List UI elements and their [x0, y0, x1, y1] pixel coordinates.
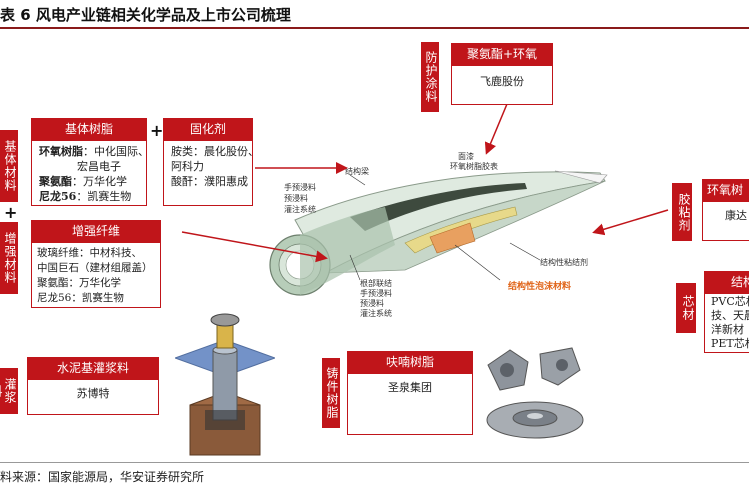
reinforcement-line: 聚氨酯：万华化学: [37, 277, 121, 289]
core-box: PVC芯材 技、天晨 洋新材 PET芯材: [704, 293, 749, 353]
coating-header: 聚氨酯+环氧: [451, 43, 553, 65]
label-hand-prepreg: 手预浸料: [284, 183, 316, 192]
coating-side-label: 防护涂料: [421, 42, 439, 112]
label-root-prepreg: 预浸料: [360, 299, 384, 308]
grout-box: 苏博特: [27, 379, 159, 415]
matrix-row: 尼龙56：凯赛生物: [39, 190, 132, 203]
matrix-side-label: 基体材料: [0, 130, 18, 202]
curing-line: 阿科力: [171, 160, 204, 173]
curing-agent-box: 胺类：晨化股份、 阿科力 酸酐：濮阳惠成: [163, 140, 253, 206]
grout-header: 水泥基灌浆料: [27, 357, 159, 379]
core-side-label: 芯材: [676, 283, 696, 333]
reinforcement-side-label: 增强材料: [0, 222, 18, 294]
label-structural-adhesive: 结构性粘结剂: [540, 258, 588, 267]
reinforcement-box: 玻璃纤维：中材科技、 中国巨石（建材组履盖） 聚氨酯：万华化学 尼龙56：凯赛生…: [31, 242, 161, 308]
coating-company: 飞鹿股份: [480, 75, 524, 88]
adhesive-side-label: 胶粘剂: [672, 183, 692, 241]
tower-foundation-illustration: [175, 313, 275, 456]
label-root-joint: 根部联结: [360, 279, 392, 288]
label-root-hand-prepreg: 手预浸料: [360, 289, 392, 298]
label-spar-cap: 结构梁: [345, 167, 369, 176]
page-title: 表 6 风电产业链相关化学品及上市公司梳理: [0, 6, 291, 24]
label-epoxy-gelcoat: 环氧树脂胶表: [450, 162, 498, 171]
adhesive-header: 环氧树: [702, 179, 749, 201]
title-rule: [0, 27, 749, 29]
label-infusion: 灌注系统: [284, 205, 316, 214]
source-note: 料来源：国家能源局，华安证券研究所: [0, 470, 205, 484]
casting-parts-illustration: [486, 347, 584, 439]
grout-company: 苏博特: [76, 387, 110, 400]
matrix-resin-header: 基体树脂: [31, 118, 147, 140]
adhesive-company: 康达: [725, 209, 747, 222]
plus-sign-left: +: [4, 203, 18, 222]
casting-side-label: 铸件树脂: [322, 358, 340, 428]
label-prepreg: 预浸料: [284, 194, 308, 203]
curing-agent-header: 固化剂: [163, 118, 253, 140]
matrix-resin-box: 环氧树脂：中化国际、 宏昌电子 聚氨酯：万华化学 尼龙56：凯赛生物: [31, 140, 147, 206]
matrix-row: 宏昌电子: [77, 160, 121, 173]
matrix-row: 聚氨酯：万华化学: [39, 175, 127, 188]
casting-company: 圣泉集团: [388, 381, 432, 394]
label-topcoat: 面漆: [458, 152, 474, 161]
core-line: PET芯材: [711, 337, 749, 350]
plus-sign-curing: +: [150, 121, 164, 140]
label-root-infusion: 灌注系统: [360, 309, 392, 318]
core-line: 技、天晨: [711, 309, 749, 322]
footer-rule: [0, 462, 749, 463]
coating-box: 飞鹿股份: [451, 65, 553, 105]
core-line: PVC芯材: [711, 295, 749, 308]
reinforcement-line: 中国巨石（建材组履盖）: [37, 262, 153, 274]
curing-line: 酸酐：濮阳惠成: [171, 175, 248, 188]
casting-resin-box: 圣泉集团: [347, 373, 473, 435]
adhesive-box: 康达: [702, 201, 749, 241]
reinforcement-line: 玻璃纤维：中材科技、: [37, 247, 142, 259]
casting-resin-header: 呋喃树脂: [347, 351, 473, 373]
label-structural-foam: 结构性泡沫材料: [508, 282, 572, 292]
core-line: 洋新材: [711, 323, 744, 336]
core-header: 结构: [704, 271, 749, 293]
reinforcement-header: 增强纤维: [31, 220, 161, 242]
matrix-row: 环氧树脂：中化国际、: [39, 145, 147, 158]
grout-side-label: 灌浆料: [0, 368, 18, 414]
reinforcement-line: 尼龙56：凯赛生物: [37, 292, 124, 304]
curing-line: 胺类：晨化股份、: [171, 145, 253, 158]
